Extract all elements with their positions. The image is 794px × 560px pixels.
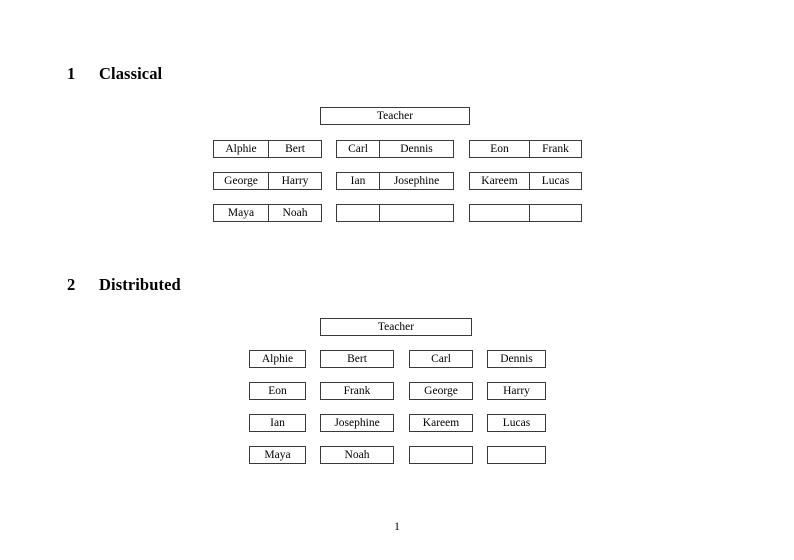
student-pair-row: Kareem Lucas xyxy=(469,172,582,190)
student-cell: Bert xyxy=(285,143,305,155)
student-box: Kareem xyxy=(409,414,473,432)
student-box: Eon xyxy=(249,382,306,400)
student-cell: Noah xyxy=(282,207,308,219)
section-title: Classical xyxy=(99,64,163,83)
section-heading-distributed: 2 Distributed xyxy=(67,275,181,294)
student-box: Harry xyxy=(487,382,546,400)
section-number: 1 xyxy=(67,64,76,83)
student-pair-row: Eon Frank xyxy=(469,140,582,158)
student-pair-row: Ian Josephine xyxy=(336,172,454,190)
student-cell-empty xyxy=(337,205,380,221)
student-cell: Josephine xyxy=(393,175,440,187)
student-cell: George xyxy=(214,173,269,189)
student-cell-empty xyxy=(530,205,581,221)
teacher-label: Teacher xyxy=(377,321,415,333)
student-cell: Frank xyxy=(542,143,569,155)
teacher-label: Teacher xyxy=(376,110,414,122)
student-cell: Carl xyxy=(337,141,380,157)
student-pair-row: Carl Dennis xyxy=(336,140,454,158)
student-pair-row-empty xyxy=(469,204,582,222)
student-box: Bert xyxy=(320,350,394,368)
student-cell: Harry xyxy=(281,175,309,187)
section-heading-classical: 1 Classical xyxy=(67,64,163,83)
section-title: Distributed xyxy=(99,275,181,294)
page-number: 1 xyxy=(394,521,400,533)
student-cell-empty xyxy=(470,205,530,221)
section-number: 2 xyxy=(67,275,76,294)
student-cell: Eon xyxy=(470,141,530,157)
student-cell: Ian xyxy=(337,173,380,189)
student-box-empty xyxy=(487,446,546,464)
student-box: George xyxy=(409,382,473,400)
student-box: Noah xyxy=(320,446,394,464)
student-pair-row: Alphie Bert xyxy=(213,140,322,158)
student-box: Carl xyxy=(409,350,473,368)
student-pair-row: Maya Noah xyxy=(213,204,322,222)
student-box: Lucas xyxy=(487,414,546,432)
teacher-box-distributed: Teacher xyxy=(320,318,472,336)
student-box-empty xyxy=(409,446,473,464)
student-cell: Maya xyxy=(214,205,269,221)
student-cell: Dennis xyxy=(400,143,433,155)
student-box: Frank xyxy=(320,382,394,400)
teacher-box-classical: Teacher xyxy=(320,107,470,125)
student-cell-empty xyxy=(380,205,453,221)
student-pair-row-empty xyxy=(336,204,454,222)
student-box: Dennis xyxy=(487,350,546,368)
student-pair-row: George Harry xyxy=(213,172,322,190)
student-box: Alphie xyxy=(249,350,306,368)
student-cell: Lucas xyxy=(541,175,570,187)
student-box: Maya xyxy=(249,446,306,464)
student-cell: Kareem xyxy=(470,173,530,189)
student-box: Ian xyxy=(249,414,306,432)
student-box: Josephine xyxy=(320,414,394,432)
student-cell: Alphie xyxy=(214,141,269,157)
